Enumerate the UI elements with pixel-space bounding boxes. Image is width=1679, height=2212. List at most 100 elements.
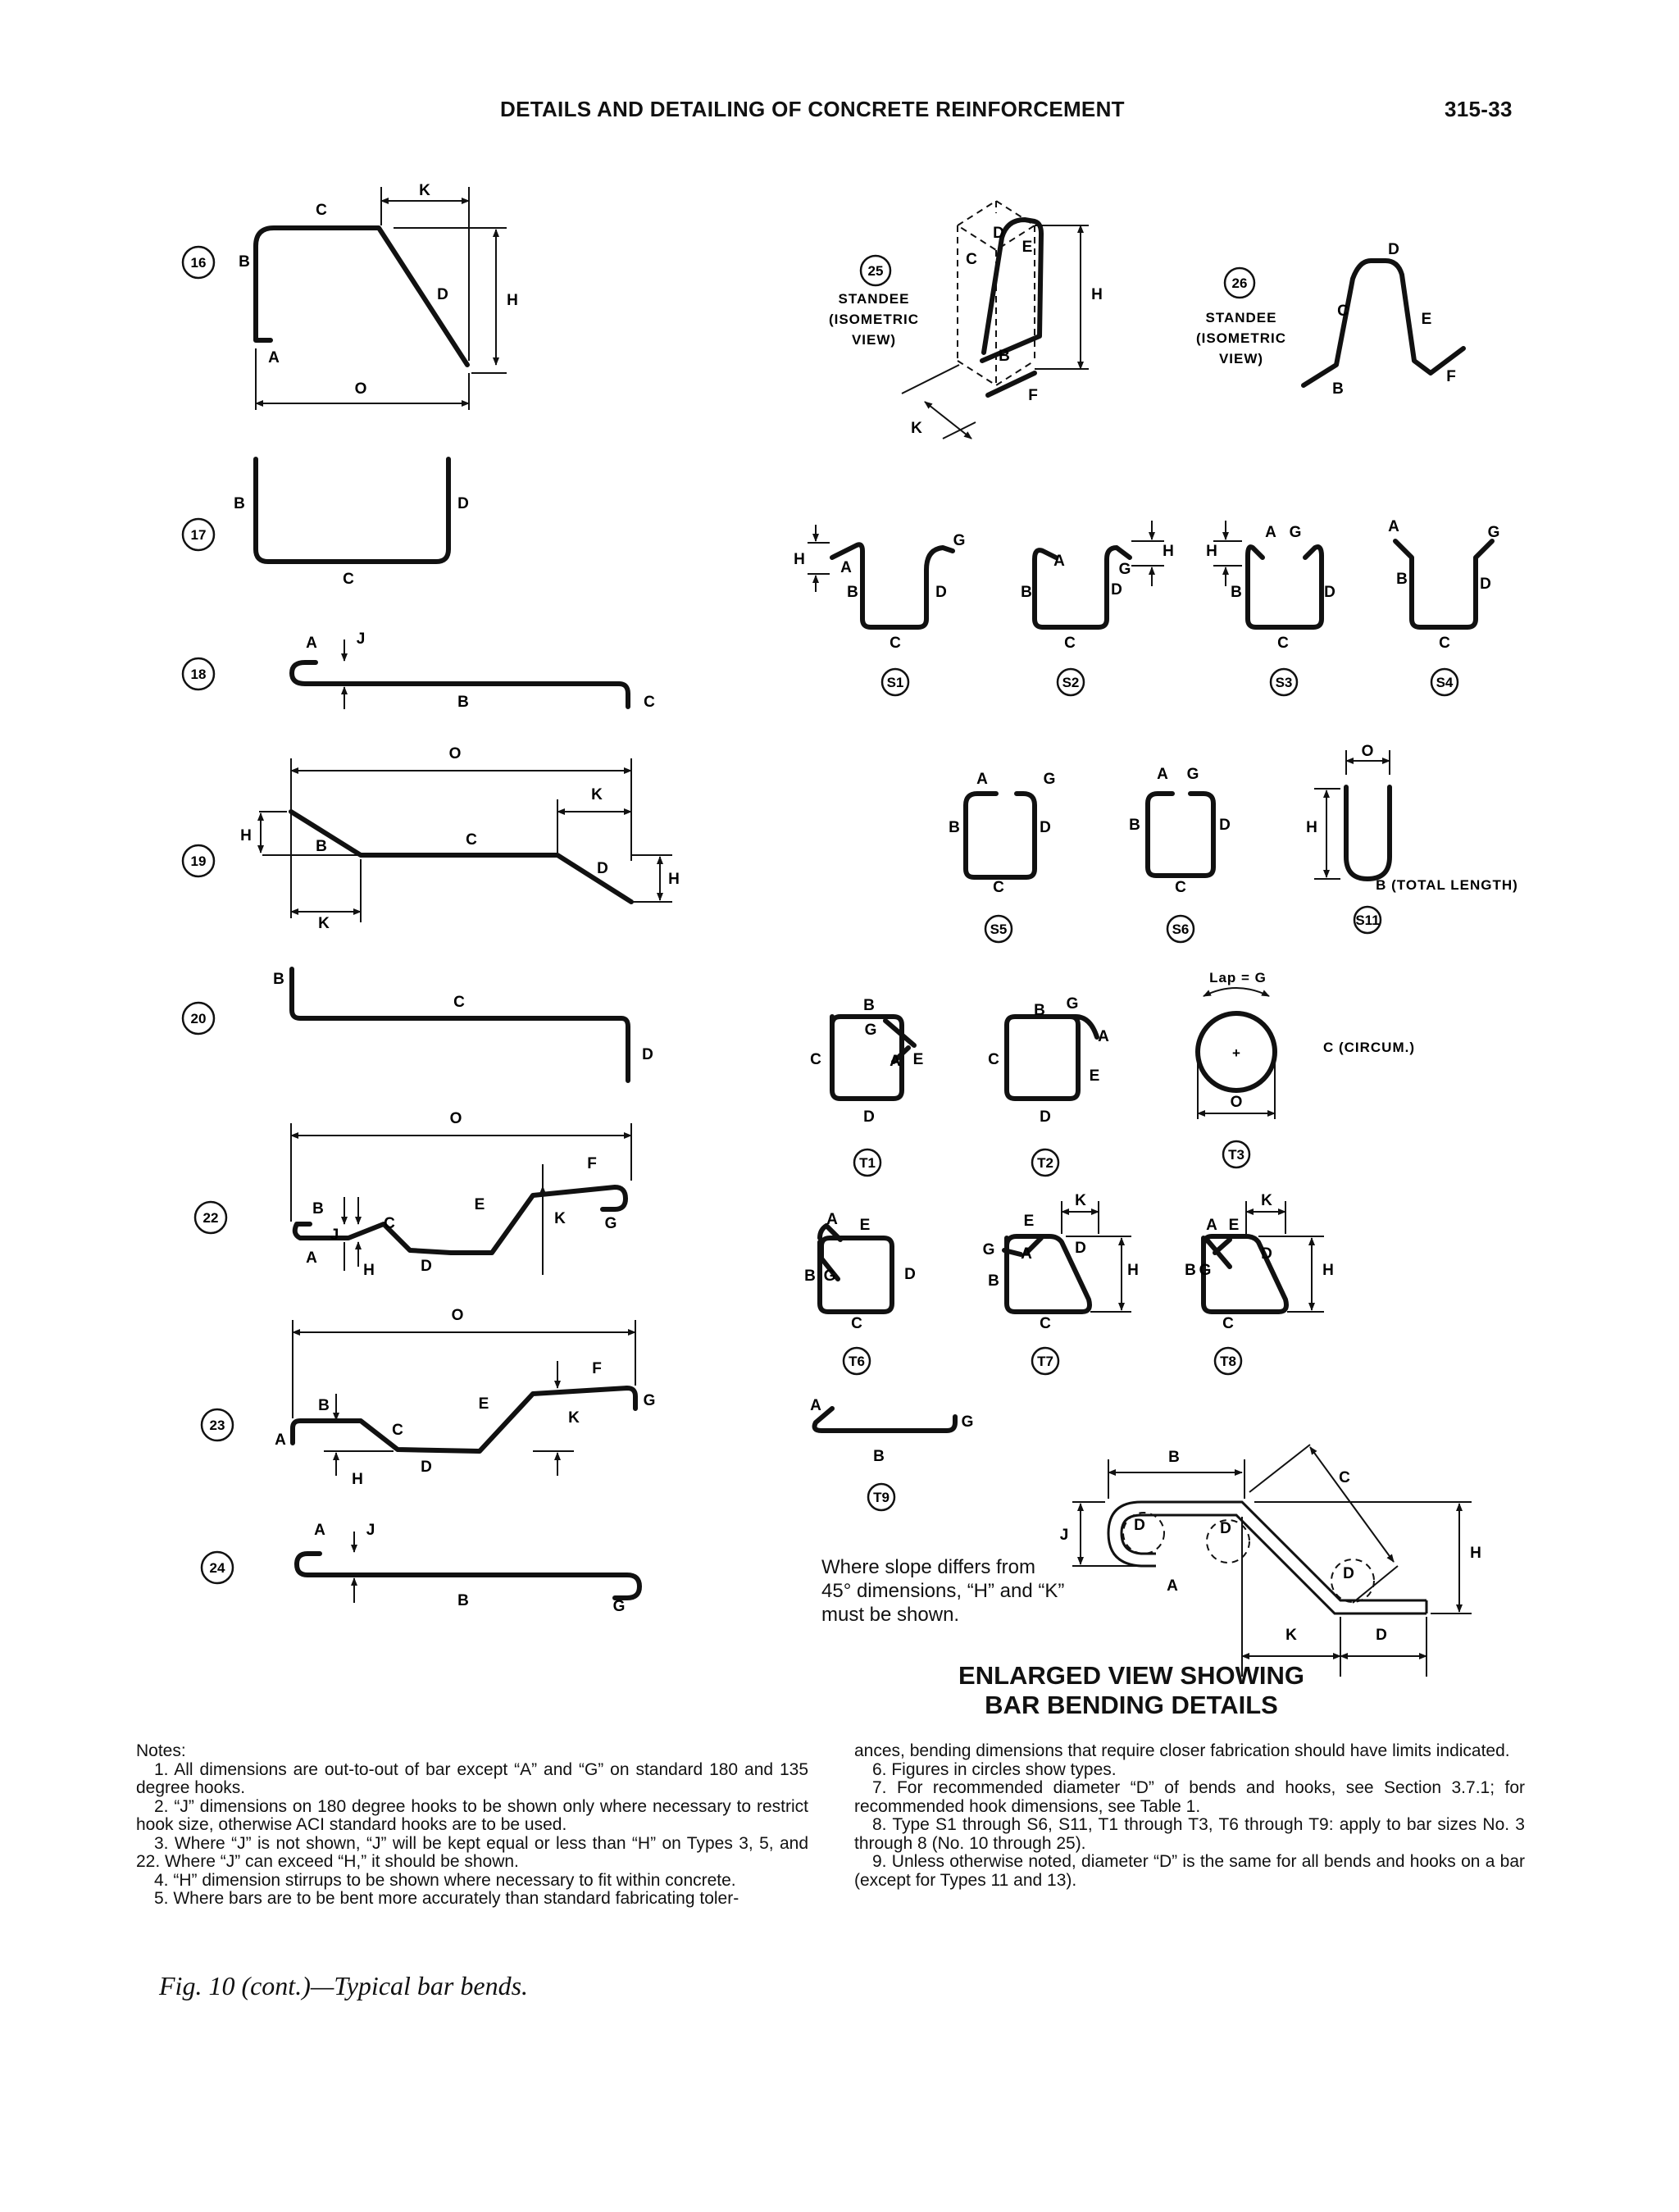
label-C: C xyxy=(1040,1315,1051,1332)
type-T1-tie: B G C A E D T1 xyxy=(810,997,924,1177)
label-C: C xyxy=(993,879,1004,896)
label-G: G xyxy=(1488,524,1500,541)
label-A: A xyxy=(268,349,280,366)
enlarged-bend-detail: D D D B C J A H K D xyxy=(1060,1444,1481,1677)
type-24-number: 24 xyxy=(210,1560,225,1576)
page-header-title: DETAILS AND DETAILING OF CONCRETE REINFO… xyxy=(500,97,1125,121)
type-24-badge xyxy=(200,1550,234,1585)
label-C: C xyxy=(851,1315,862,1332)
label-H: H xyxy=(352,1471,363,1488)
label-A: A xyxy=(1053,553,1065,570)
type-S5-number: S5 xyxy=(990,922,1008,937)
label-B: B xyxy=(1129,817,1140,834)
label-H: H xyxy=(668,871,680,888)
standee-line3: VIEW) xyxy=(852,332,896,348)
label-D: D xyxy=(993,225,1004,242)
label-E: E xyxy=(1090,1067,1100,1085)
type-S11-number: S11 xyxy=(1355,913,1379,928)
label-H: H xyxy=(1127,1262,1139,1279)
label-D: D xyxy=(421,1459,432,1476)
label-B: B xyxy=(949,819,960,836)
label-B: B xyxy=(234,495,245,512)
type-17-badge xyxy=(181,517,216,552)
type-T3-tie: + Lap = G C (CIRCUM.) O T3 xyxy=(1195,970,1414,1169)
label-H: H xyxy=(1306,819,1317,836)
type-S1-number: S1 xyxy=(887,675,904,690)
label-E: E xyxy=(913,1051,924,1068)
label-B: B xyxy=(239,253,250,271)
label-B: B xyxy=(316,838,327,855)
type-S6-badge xyxy=(1166,914,1195,944)
type-S4-number: S4 xyxy=(1436,675,1454,690)
label-F: F xyxy=(1028,387,1038,404)
type-23-badge xyxy=(200,1408,234,1442)
type-19-badge xyxy=(181,844,216,878)
type-T8-badge xyxy=(1213,1346,1243,1376)
label-B: B xyxy=(1332,380,1344,398)
figure-caption: Fig. 10 (cont.)—Typical bar bends. xyxy=(159,1971,529,2000)
label-G: G xyxy=(983,1241,995,1258)
label-G: G xyxy=(1290,524,1302,541)
type-16-badge xyxy=(181,245,216,280)
type-T8-tie: K A E B G D H C T8 xyxy=(1185,1192,1334,1376)
type-18-badge xyxy=(181,657,216,691)
standee-line1: STANDEE xyxy=(1206,310,1277,325)
type-T3-badge xyxy=(1222,1140,1251,1169)
label-K: K xyxy=(1285,1627,1297,1644)
note-8: 8. Type S1 through S6, S11, T1 through T… xyxy=(854,1815,1525,1853)
note-9: 9. Unless otherwise noted, diameter “D” … xyxy=(854,1852,1525,1890)
label-K: K xyxy=(911,420,922,437)
type-S11-badge xyxy=(1353,905,1382,935)
label-G: G xyxy=(1199,1262,1212,1279)
label-K: K xyxy=(318,915,330,932)
type-T6-number: T6 xyxy=(849,1354,865,1369)
label-A: A xyxy=(306,1249,317,1267)
label-A: A xyxy=(1098,1028,1109,1045)
label-D: D xyxy=(863,1108,875,1126)
label-G: G xyxy=(605,1215,617,1232)
label-D: D xyxy=(457,495,469,512)
label-C: C xyxy=(1337,303,1349,320)
label-A: A xyxy=(890,1053,901,1070)
label-O: O xyxy=(452,1307,464,1324)
notes-heading: Notes: xyxy=(136,1741,186,1760)
label-lap: Lap = G xyxy=(1209,970,1267,985)
label-D: D xyxy=(1376,1627,1387,1644)
label-B: B xyxy=(1185,1262,1196,1279)
label-C: C xyxy=(392,1422,403,1439)
label-E: E xyxy=(479,1395,489,1413)
type-T6-tie: A E B G D C T6 xyxy=(804,1211,916,1376)
type-S2-stirrup: A G H B D C S2 xyxy=(1021,521,1174,697)
label-G: G xyxy=(1044,771,1056,788)
label-B: B xyxy=(863,997,875,1014)
label-O: O xyxy=(1231,1094,1243,1111)
type-S4-badge xyxy=(1430,667,1459,697)
type-17-bar: 17 B D C xyxy=(181,457,469,588)
type-26-number: 26 xyxy=(1232,275,1248,291)
label-D: D xyxy=(421,1258,432,1275)
type-26-badge xyxy=(1223,266,1256,299)
type-T1-badge xyxy=(853,1148,882,1177)
label-G: G xyxy=(1119,561,1131,578)
label-A: A xyxy=(1157,766,1168,783)
note-2: 2. “J” dimensions on 180 degree hooks to… xyxy=(136,1796,808,1834)
label-H: H xyxy=(1163,543,1174,560)
label-F: F xyxy=(592,1360,602,1377)
label-H: H xyxy=(1091,286,1103,303)
label-B: B xyxy=(457,694,469,711)
label-H: H xyxy=(794,551,805,568)
label-E: E xyxy=(1022,239,1033,256)
type-22-number: 22 xyxy=(203,1210,219,1226)
label-C: C xyxy=(966,251,977,268)
label-D: D xyxy=(935,584,947,601)
type-18-number: 18 xyxy=(191,667,207,682)
type-T7-tie: K E G A D H B C T7 xyxy=(983,1192,1139,1376)
label-O: O xyxy=(449,745,462,762)
label-A: A xyxy=(1167,1577,1178,1595)
label-F: F xyxy=(587,1155,597,1172)
enlarged-title-line2: BAR BENDING DETAILS xyxy=(985,1691,1278,1719)
label-G: G xyxy=(1187,766,1199,783)
label-C: C xyxy=(988,1051,999,1068)
type-T3-number: T3 xyxy=(1228,1147,1244,1163)
label-H: H xyxy=(1206,543,1217,560)
